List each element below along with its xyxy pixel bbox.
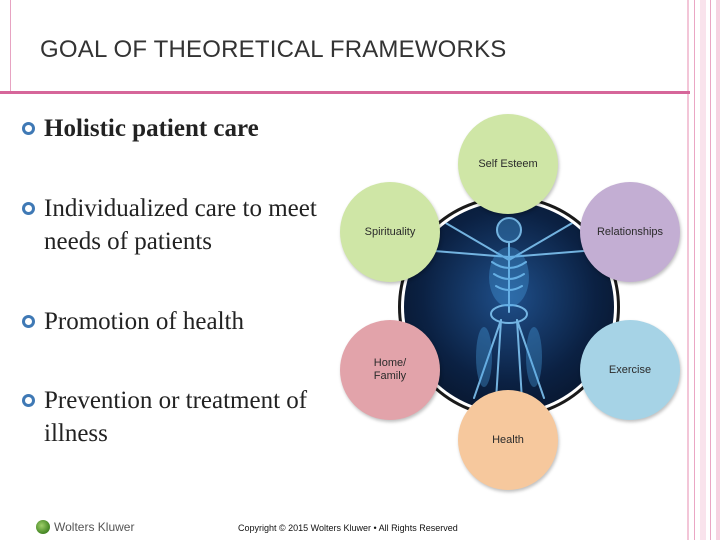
right-decorative-stripe (700, 0, 706, 540)
title-underline (0, 91, 690, 94)
right-decorative-stripe (716, 0, 720, 540)
right-decorative-stripe (694, 0, 695, 540)
right-decorative-stripe (710, 0, 711, 540)
bullet-icon (22, 202, 35, 215)
node-self-esteem: Self Esteem (458, 114, 558, 214)
right-decorative-stripe (687, 0, 689, 540)
bullet-item: Individualized care to meet needs of pat… (22, 192, 352, 258)
human-figure-icon (421, 217, 597, 401)
bullet-text: Individualized care to meet needs of pat… (44, 195, 317, 255)
bullet-item: Prevention or treatment of illness (22, 384, 352, 450)
bullet-icon (22, 315, 35, 328)
node-home-family: Home/ Family (340, 320, 440, 420)
bullet-item: Holistic patient care (22, 112, 259, 145)
bullet-icon (22, 122, 35, 135)
node-exercise: Exercise (580, 320, 680, 420)
bullet-text: Prevention or treatment of illness (44, 387, 308, 447)
brand-logo: Wolters Kluwer (36, 520, 134, 534)
bullet-text: Promotion of health (44, 308, 244, 335)
node-health: Health (458, 390, 558, 490)
copyright-text: Copyright © 2015 Wolters Kluwer • All Ri… (238, 523, 458, 533)
brand-name: Wolters Kluwer (54, 520, 135, 534)
slide-title: GOAL OF THEORETICAL FRAMEWORKS (40, 36, 507, 63)
left-decorative-rule (10, 0, 11, 92)
bullet-icon (22, 394, 35, 407)
holistic-care-diagram: Self Esteem Relationships Exercise Healt… (338, 112, 682, 492)
node-relationships: Relationships (580, 182, 680, 282)
bullet-item: Promotion of health (22, 305, 244, 338)
node-spirituality: Spirituality (340, 182, 440, 282)
logo-globe-icon (36, 520, 50, 534)
bullet-text: Holistic patient care (44, 115, 259, 142)
